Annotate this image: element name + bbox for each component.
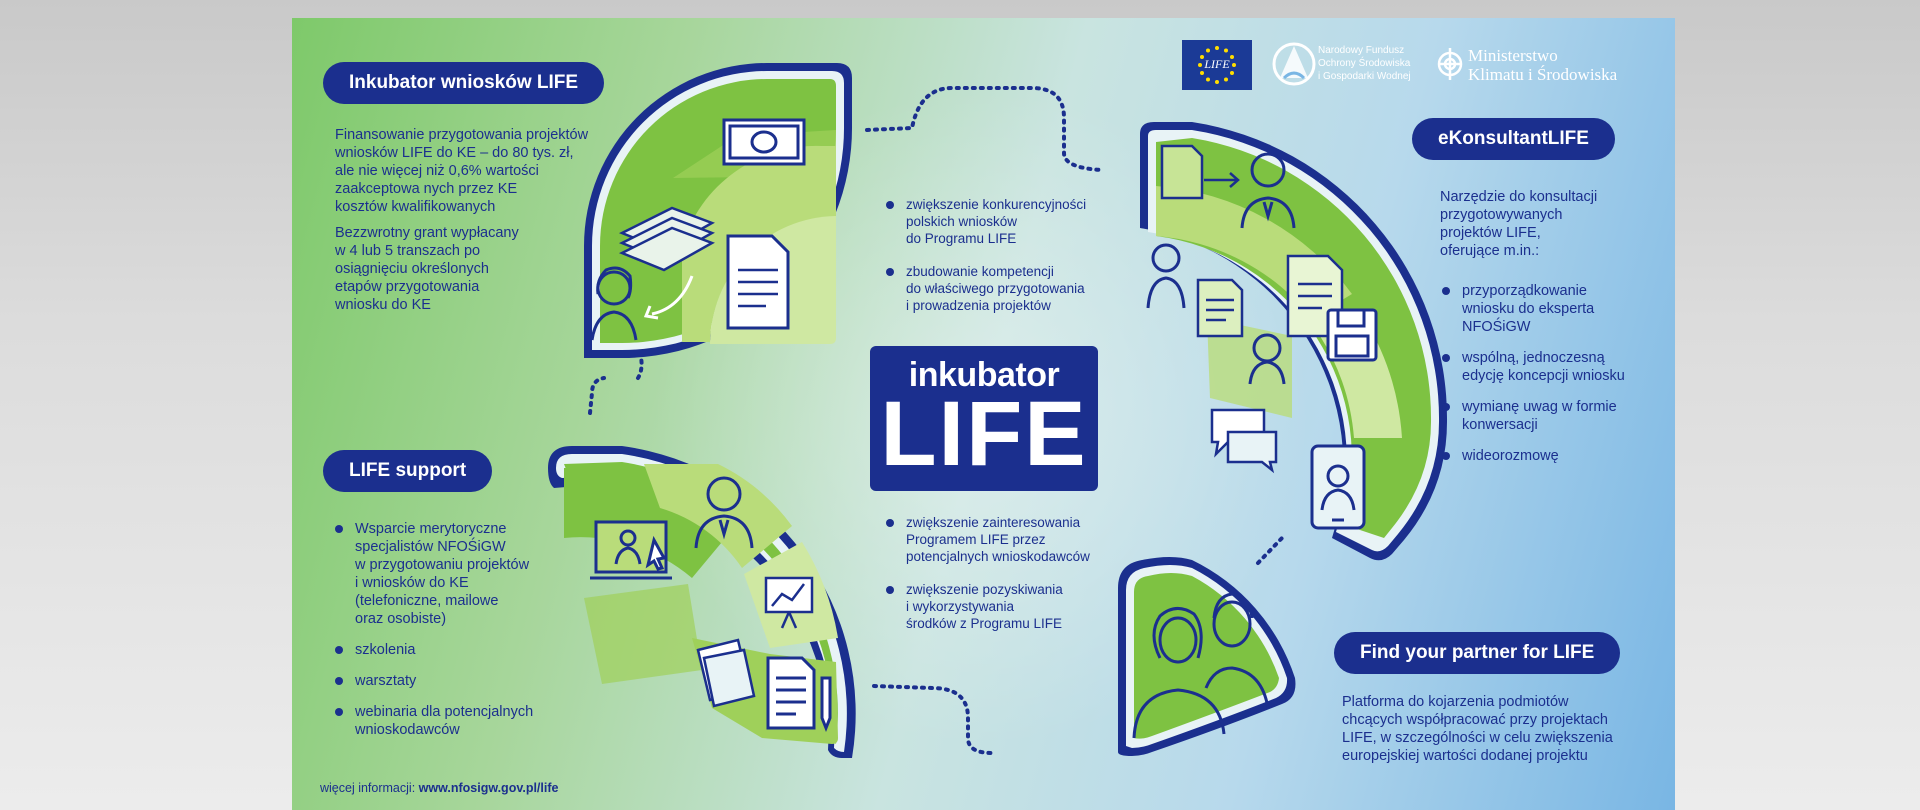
bullet-line: edycję koncepcji wniosku [1462, 368, 1625, 384]
footer-label: więcej informacji: [320, 781, 416, 795]
bullet-item: zwiększenie konkurencyjności polskich wni… [886, 196, 1126, 247]
bullet-line: zwiększenie zainteresowania [906, 515, 1081, 530]
partner-title: Find your partner for LIFE [1334, 632, 1621, 674]
nfosigw-line: Narodowy Fundusz [1318, 45, 1405, 56]
desc-line: Platforma do kojarzenia podmiotów [1342, 694, 1569, 710]
bullet-line: oraz osobiste) [355, 611, 447, 627]
bullet-item: warsztaty [335, 672, 565, 690]
bullet-line: szkolenia [355, 642, 416, 658]
bullet-line: przyporządkowanie [1462, 283, 1587, 299]
desc-line: etapów przygotowania [335, 279, 480, 295]
desc-line: przygotowywanych [1440, 207, 1563, 223]
ekonsultant-description: Narzędzie do konsultacji przygotowywanyc… [1440, 188, 1660, 268]
inkubator-title: Inkubator wniosków LIFE [323, 62, 605, 104]
footer-link[interactable]: www.nfosigw.gov.pl/life [418, 781, 559, 795]
ministry-name: Ministerstwo Klimatu i Środowiska [1468, 46, 1617, 84]
bullet-line: do właściwego przygotowania [906, 281, 1085, 296]
desc-line: w 4 lub 5 transzach po [335, 243, 481, 259]
bullet-item: szkolenia [335, 641, 565, 659]
desc-line: wniosku do KE [335, 297, 431, 313]
bullet-item: wymianę uwag w formie konwersacji [1442, 398, 1652, 434]
bullet-line: wideorozmowę [1462, 448, 1559, 464]
bullet-line: i wniosków do KE [355, 575, 469, 591]
nfosigw-emblem-icon [1272, 42, 1316, 86]
bullet-line: warsztaty [355, 673, 417, 689]
footer-more-info: więcej informacji: www.nfosigw.gov.pl/li… [320, 781, 558, 795]
support-title: LIFE support [323, 450, 493, 492]
bullet-line: zbudowanie kompetencji [906, 264, 1054, 279]
partner-illustration [1118, 557, 1296, 756]
desc-line: ale nie więcej niż 0,6% wartości [335, 163, 539, 179]
bullet-line: środków z Programu LIFE [906, 616, 1063, 631]
desc-line: Narzędzie do konsultacji [1440, 189, 1598, 205]
partner-description: Platforma do kojarzenia podmiotów chcący… [1342, 693, 1662, 773]
bullet-line: w przygotowaniu projektów [355, 557, 530, 573]
logo-small-text: inkubator [908, 356, 1060, 394]
desc-line: chcących współpracować przy projektach [1342, 712, 1608, 728]
desc-line: osiągnięciu określonych [335, 261, 489, 277]
nfosigw-name: Narodowy Fundusz Ochrony Środowiska i Go… [1318, 44, 1411, 83]
desc-line: Bezzwrotny grant wypłacany [335, 225, 519, 241]
illustration-layer [548, 63, 1448, 758]
bullet-line: wymianę uwag w formie [1462, 399, 1617, 415]
desc-line: wniosków LIFE do KE – do 80 tys. zł, [335, 145, 574, 161]
bullet-item: zwiększenie pozyskiwania i wykorzystywani… [886, 581, 1136, 632]
desc-line: Finansowanie przygotowania projektów [335, 127, 589, 143]
eu-life-label: LIFE [1204, 57, 1230, 71]
bullet-item: wideorozmowę [1442, 447, 1652, 465]
eu-stars-icon [1198, 46, 1236, 84]
eu-flag-logo: LIFE [1182, 40, 1252, 90]
bullet-line: webinaria dla potencjalnych [355, 704, 534, 720]
ministry-line: Klimatu i Środowiska [1468, 65, 1618, 84]
support-illustration [548, 446, 856, 758]
bullet-line: polskich wniosków [906, 214, 1018, 229]
ministry-leaf-icon [1437, 48, 1463, 80]
infographic-poster: LIFE Narodowy Fundusz Ochrony Środowiska… [292, 18, 1675, 810]
bullet-item: webinaria dla potencjalnych wnioskodawców [335, 703, 565, 739]
ministry-logo: Ministerstwo Klimatu i Środowiska [1436, 44, 1626, 88]
bullet-line: potencjalnych wnioskodawców [906, 549, 1090, 564]
bullet-line: (telefoniczne, mailowe [355, 593, 499, 609]
nfosigw-line: i Gospodarki Wodnej [1318, 71, 1411, 82]
inkubator-description: Finansowanie przygotowania projektów wni… [335, 126, 635, 322]
bullet-line: NFOŚiGW [1462, 319, 1531, 335]
bullet-line: wnioskodawców [355, 722, 460, 738]
bullet-line: wspólną, jednoczesną [1462, 350, 1605, 366]
ministry-line: Ministerstwo [1468, 46, 1558, 65]
desc-line: europejskiej wartości dodanej projektu [1342, 748, 1588, 764]
bullet-item: Wsparcie merytoryczne specjalistów NFOŚi… [335, 520, 565, 628]
desc-line: oferujące m.in.: [1440, 243, 1540, 259]
bullet-line: konwersacji [1462, 417, 1538, 433]
ekonsultant-illustration [1140, 122, 1448, 561]
bullet-line: Wsparcie merytoryczne [355, 521, 507, 537]
bullet-line: i wykorzystywania [906, 599, 1015, 614]
desc-line: zaakceptowa nych przez KE [335, 181, 518, 197]
bullet-line: Programem LIFE przez [906, 532, 1046, 547]
support-bullets: Wsparcie merytoryczne specjalistów NFOŚi… [335, 520, 565, 752]
inkubator-illustration [584, 63, 853, 358]
bullet-line: zwiększenie pozyskiwania [906, 582, 1063, 597]
logo-big-text: LIFE [880, 383, 1088, 485]
nfosigw-logo: Narodowy Fundusz Ochrony Środowiska i Go… [1272, 38, 1420, 92]
bullet-line: do Programu LIFE [906, 231, 1017, 246]
desc-line: LIFE, w szczególności w celu zwiększenia [1342, 730, 1613, 746]
bullet-line: i prowadzenia projektów [906, 298, 1051, 313]
nfosigw-line: Ochrony Środowiska [1318, 58, 1411, 69]
bullet-line: specjalistów NFOŚiGW [355, 539, 506, 555]
desc-line: kosztów kwalifikowanych [335, 199, 496, 215]
ekonsultant-title: eKonsultantLIFE [1412, 118, 1615, 160]
center-bullets-top: zwiększenie konkurencyjności polskich wni… [886, 196, 1126, 327]
bullet-item: wspólną, jednoczesną edycję koncepcji wni… [1442, 349, 1652, 385]
bullet-line: zwiększenie konkurencyjności [906, 197, 1087, 212]
bullet-line: wniosku do eksperta [1462, 301, 1595, 317]
inkubator-life-logo: inkubator LIFE [870, 346, 1098, 491]
bullet-item: zbudowanie kompetencji do właściwego przy… [886, 263, 1126, 314]
desc-line: projektów LIFE, [1440, 225, 1541, 241]
